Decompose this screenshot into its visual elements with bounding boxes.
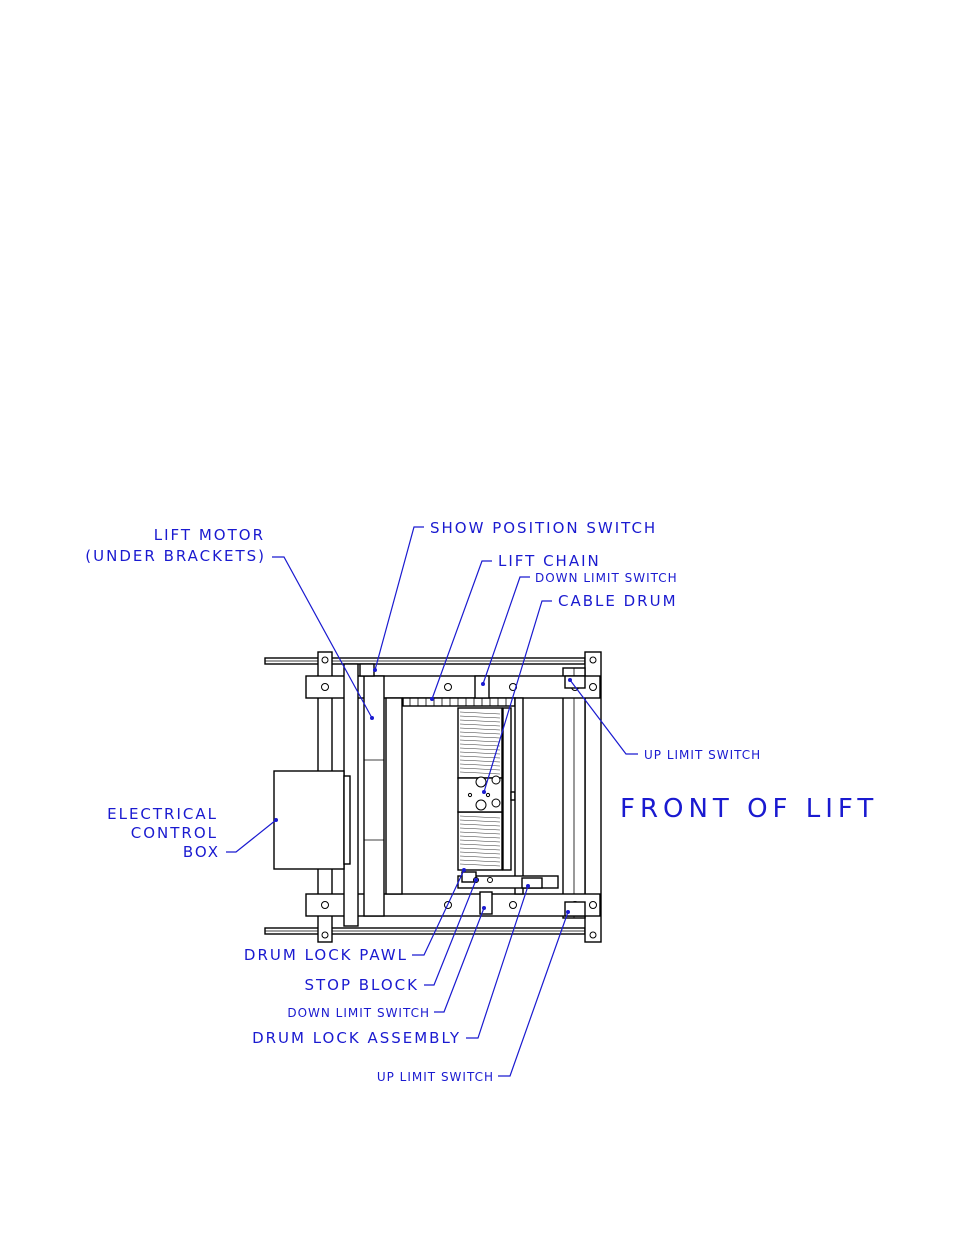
drum-lock-assembly [457,871,559,915]
label-stop-block: STOP BLOCK [304,976,419,994]
leader-arrowheads [274,668,572,914]
label-box: BOX [183,843,220,861]
label-down-limit-switch-bottom: DOWN LIMIT SWITCH [287,1006,430,1020]
label-cable-drum: CABLE DRUM [558,592,678,610]
label-drum-lock-pawl: DRUM LOCK PAWL [244,946,408,964]
label-lift-motor: LIFT MOTOR [154,526,265,544]
label-show-position-switch: SHOW POSITION SWITCH [430,519,657,537]
show-position-switch-block [359,663,375,677]
label-drum-lock-assembly: DRUM LOCK ASSEMBLY [252,1029,461,1047]
cable-drum [457,697,524,895]
lift-chain [402,697,516,707]
label-lift-chain: LIFT CHAIN [498,552,601,570]
label-control: CONTROL [131,824,218,842]
lift-frame [264,651,602,943]
down-limit-switch-top-block [474,675,490,699]
label-lift-motor-note: (UNDER BRACKETS) [85,547,266,565]
label-electrical: ELECTRICAL [107,805,218,823]
up-limit-switch-bottom-block [564,901,586,917]
label-up-limit-switch-bottom: UP LIMIT SWITCH [377,1070,494,1084]
label-down-limit-switch-top: DOWN LIMIT SWITCH [535,571,678,585]
label-front-of-lift: FRONT OF LIFT [620,794,878,824]
label-up-limit-switch-right: UP LIMIT SWITCH [644,748,761,762]
leader-lines [226,526,638,1077]
